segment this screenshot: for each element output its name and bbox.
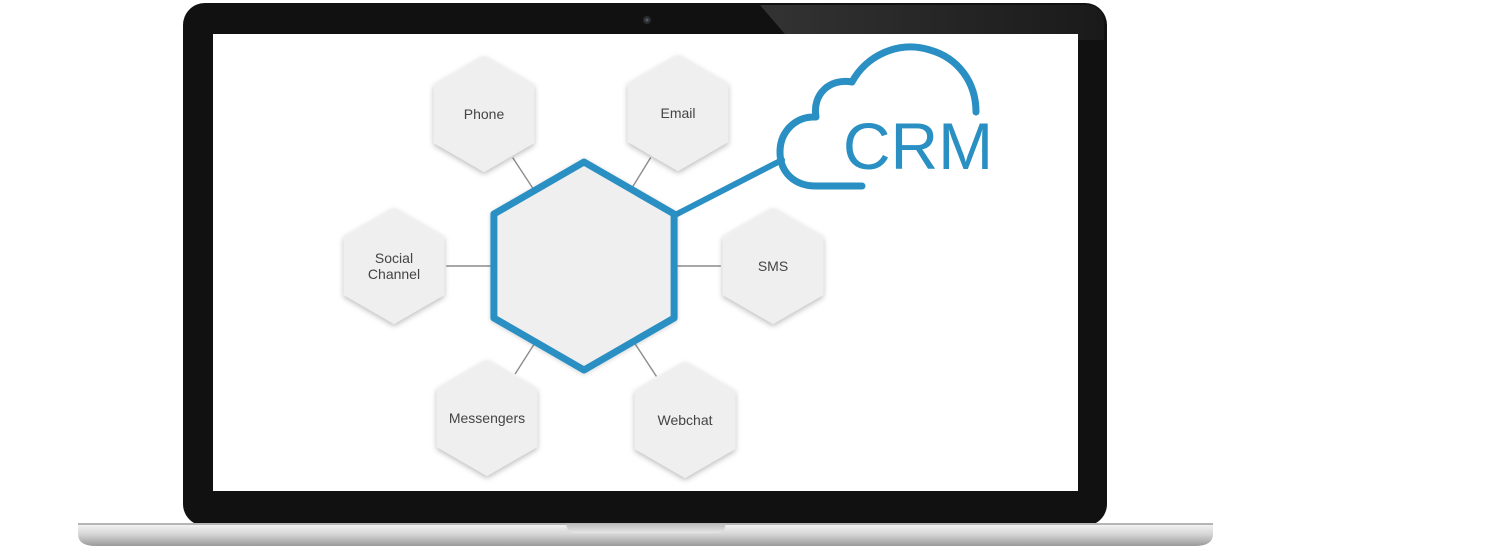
channel-hexagon-shape [436, 360, 538, 476]
channel-label: Phone [464, 106, 505, 122]
channel-sms: SMS [722, 208, 824, 324]
channel-label: Channel [368, 266, 420, 282]
channel-hexagon-shape [433, 56, 535, 172]
crm-cloud: CRM [776, 43, 993, 190]
hub-hexagon-shape [490, 158, 678, 374]
laptop-base [78, 524, 1213, 546]
connector-webchat [632, 340, 657, 377]
crm-label: CRM [843, 109, 993, 183]
channel-webchat: Webchat [634, 362, 736, 478]
channel-phone: Phone [433, 56, 535, 172]
channel-label: SMS [758, 258, 788, 274]
channel-messengers: Messengers [436, 360, 538, 476]
connector-email [630, 157, 652, 191]
hub-cloud-link [674, 157, 785, 217]
channel-hexagon-shape [722, 208, 824, 324]
cloud-icon [776, 43, 980, 190]
channel-hexagon-shape [634, 362, 736, 478]
channel-label: Webchat [658, 412, 713, 428]
channel-label: Messengers [449, 410, 525, 426]
camera-lens [645, 18, 649, 22]
bezel-glare [760, 5, 1104, 40]
channel-label: Email [660, 105, 695, 121]
channel-label: Social [375, 250, 413, 266]
connector-messengers [514, 341, 537, 375]
connector-phone [512, 157, 536, 192]
hub-hexagon [490, 158, 678, 374]
channel-hexagon-shape [343, 208, 445, 324]
connectors [446, 157, 785, 377]
base-notch [566, 524, 726, 533]
channel-email: Email [627, 55, 729, 171]
channel-hexagon-shape [627, 55, 729, 171]
